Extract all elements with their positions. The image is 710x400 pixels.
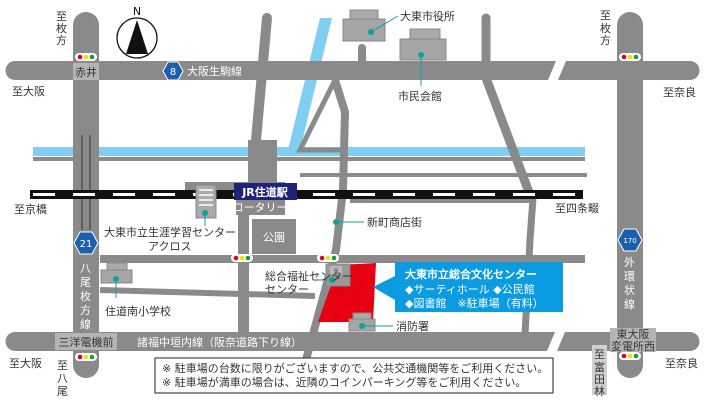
dir-shijonawate: 至四条畷: [555, 201, 599, 215]
civic-hall-label: 市民会館: [398, 89, 442, 103]
jr-railway: [30, 190, 583, 199]
callout-title: 大東市立総合文化センター: [405, 267, 537, 281]
school-building-icon: [100, 262, 133, 298]
route-21-shield-icon: 21: [73, 231, 99, 255]
north-arrow-icon: N: [116, 5, 158, 59]
dir-osaka-bottom: 至大阪: [9, 356, 42, 370]
higashiosaka-box: [610, 328, 656, 352]
route-8-number: 8: [170, 67, 176, 78]
learning-center-label: 大東市立生涯学習センター: [104, 225, 236, 239]
city-hall-building-icon: [342, 9, 399, 42]
dir-osaka-top: 至大阪: [12, 84, 45, 98]
intersection-higashiosaka-2: 変電所西: [611, 339, 655, 353]
welfare-center-building-icon: 〒: [316, 263, 351, 287]
civic-hall-building-icon: [399, 28, 447, 86]
welfare-center-label-2: センター: [265, 283, 309, 296]
learning-center-label-2: アクロス: [148, 240, 191, 253]
route-8-shield-icon: 8: [162, 61, 184, 81]
dir-hirakata-right: 至枚方: [600, 9, 611, 47]
compass-label: N: [133, 5, 141, 18]
rotary-box: [236, 200, 285, 215]
tondabayashi-box: [592, 345, 607, 395]
welfare-center-label: 総合福祉センター: [265, 269, 353, 283]
parking-notes: ※ 駐車場の台数に限りがございますので、公共交通機関等をご利用ください。 ※ 駐…: [154, 357, 554, 394]
dir-hirakata-left: 至枚方: [56, 10, 67, 47]
post-office-icon: 〒: [333, 268, 340, 276]
route-170-number: 170: [623, 237, 636, 245]
route-8-name: 大阪生駒線: [187, 64, 242, 78]
culture-center-callout[interactable]: 大東市立総合文化センター ◆サーティホール ◆公民館 ◆図書館 ※駐車場（有料）: [373, 262, 563, 312]
route-21-number: 21: [80, 239, 93, 250]
callout-line-2: ◆図書館 ※駐車場（有料）: [405, 296, 544, 310]
route-170-name: 外環状線: [624, 256, 635, 311]
route-21-name: 八尾枚方線: [80, 262, 91, 331]
dir-kyobashi: 至京橋: [14, 202, 47, 216]
learning-center-building-icon: [195, 184, 217, 226]
note-1: ※ 駐車場の台数に限りがございますので、公共交通機関等をご利用ください。: [162, 361, 548, 375]
park-label: 公園: [263, 231, 285, 244]
rotary-label: ロータリー: [233, 201, 288, 214]
intersection-akai: 赤井: [75, 65, 97, 79]
city-hall-label: 大東市役所: [400, 9, 455, 23]
station-badge: [234, 183, 297, 200]
dir-tondabayashi: 至富田林: [594, 348, 605, 398]
bottom-route-name: 諸福中垣内線（阪奈道路下り線）: [137, 335, 302, 349]
dir-yao: 至八尾: [57, 359, 68, 398]
sanyo-box: [55, 333, 117, 350]
traffic-light-icons: [75, 53, 641, 361]
fire-station-label: 消防署: [396, 319, 429, 333]
dir-nara-bottom: 至奈良: [665, 356, 698, 370]
intersection-higashiosaka-1: 東大阪: [617, 327, 650, 341]
shopping-street-label: 新町商店街: [367, 215, 422, 229]
intersection-sanyo: 三洋電機前: [59, 335, 114, 349]
park-area: [252, 219, 296, 254]
fire-station-building-icon: [348, 312, 393, 332]
akai-box: [73, 63, 99, 80]
dir-nara-top: 至奈良: [663, 85, 696, 99]
note-2: ※ 駐車場が満車の場合は、近隣のコインパーキング等をご利用ください。: [162, 375, 526, 389]
route-170-shield-icon: 170: [617, 228, 643, 252]
station-name[interactable]: JR住道駅: [241, 185, 288, 199]
callout-line-1: ◆サーティホール ◆公民館: [405, 282, 535, 296]
culture-center-site: [318, 263, 376, 322]
school-label: 住道南小学校: [105, 304, 171, 318]
